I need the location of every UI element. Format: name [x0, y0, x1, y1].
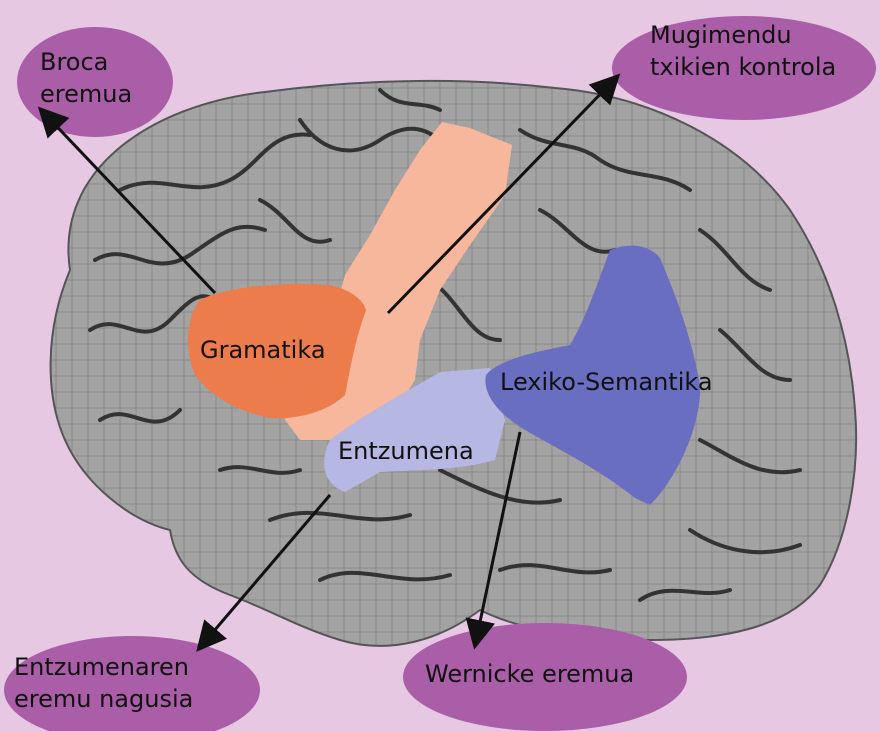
auditory-callout-line1: Entzumenaren	[14, 652, 193, 684]
motor-callout-line2: txikien kontrola	[650, 52, 836, 84]
semantic-region-label: Lexiko-Semantika	[500, 368, 713, 396]
wernicke-callout-label: Wernicke eremua	[425, 659, 634, 691]
wernicke-callout-line1: Wernicke eremua	[425, 659, 634, 691]
motor-callout-label: Mugimendu txikien kontrola	[650, 20, 836, 83]
broca-callout-label: Broca eremua	[40, 47, 132, 110]
auditory-callout-label: Entzumenaren eremu nagusia	[14, 652, 193, 715]
grammar-region-label: Gramatika	[200, 336, 326, 364]
auditory-callout-line2: eremu nagusia	[14, 684, 193, 716]
motor-callout-line1: Mugimendu	[650, 20, 836, 52]
auditory-region-label: Entzumena	[338, 437, 474, 465]
broca-callout-line1: Broca	[40, 47, 132, 79]
broca-callout-line2: eremua	[40, 79, 132, 111]
